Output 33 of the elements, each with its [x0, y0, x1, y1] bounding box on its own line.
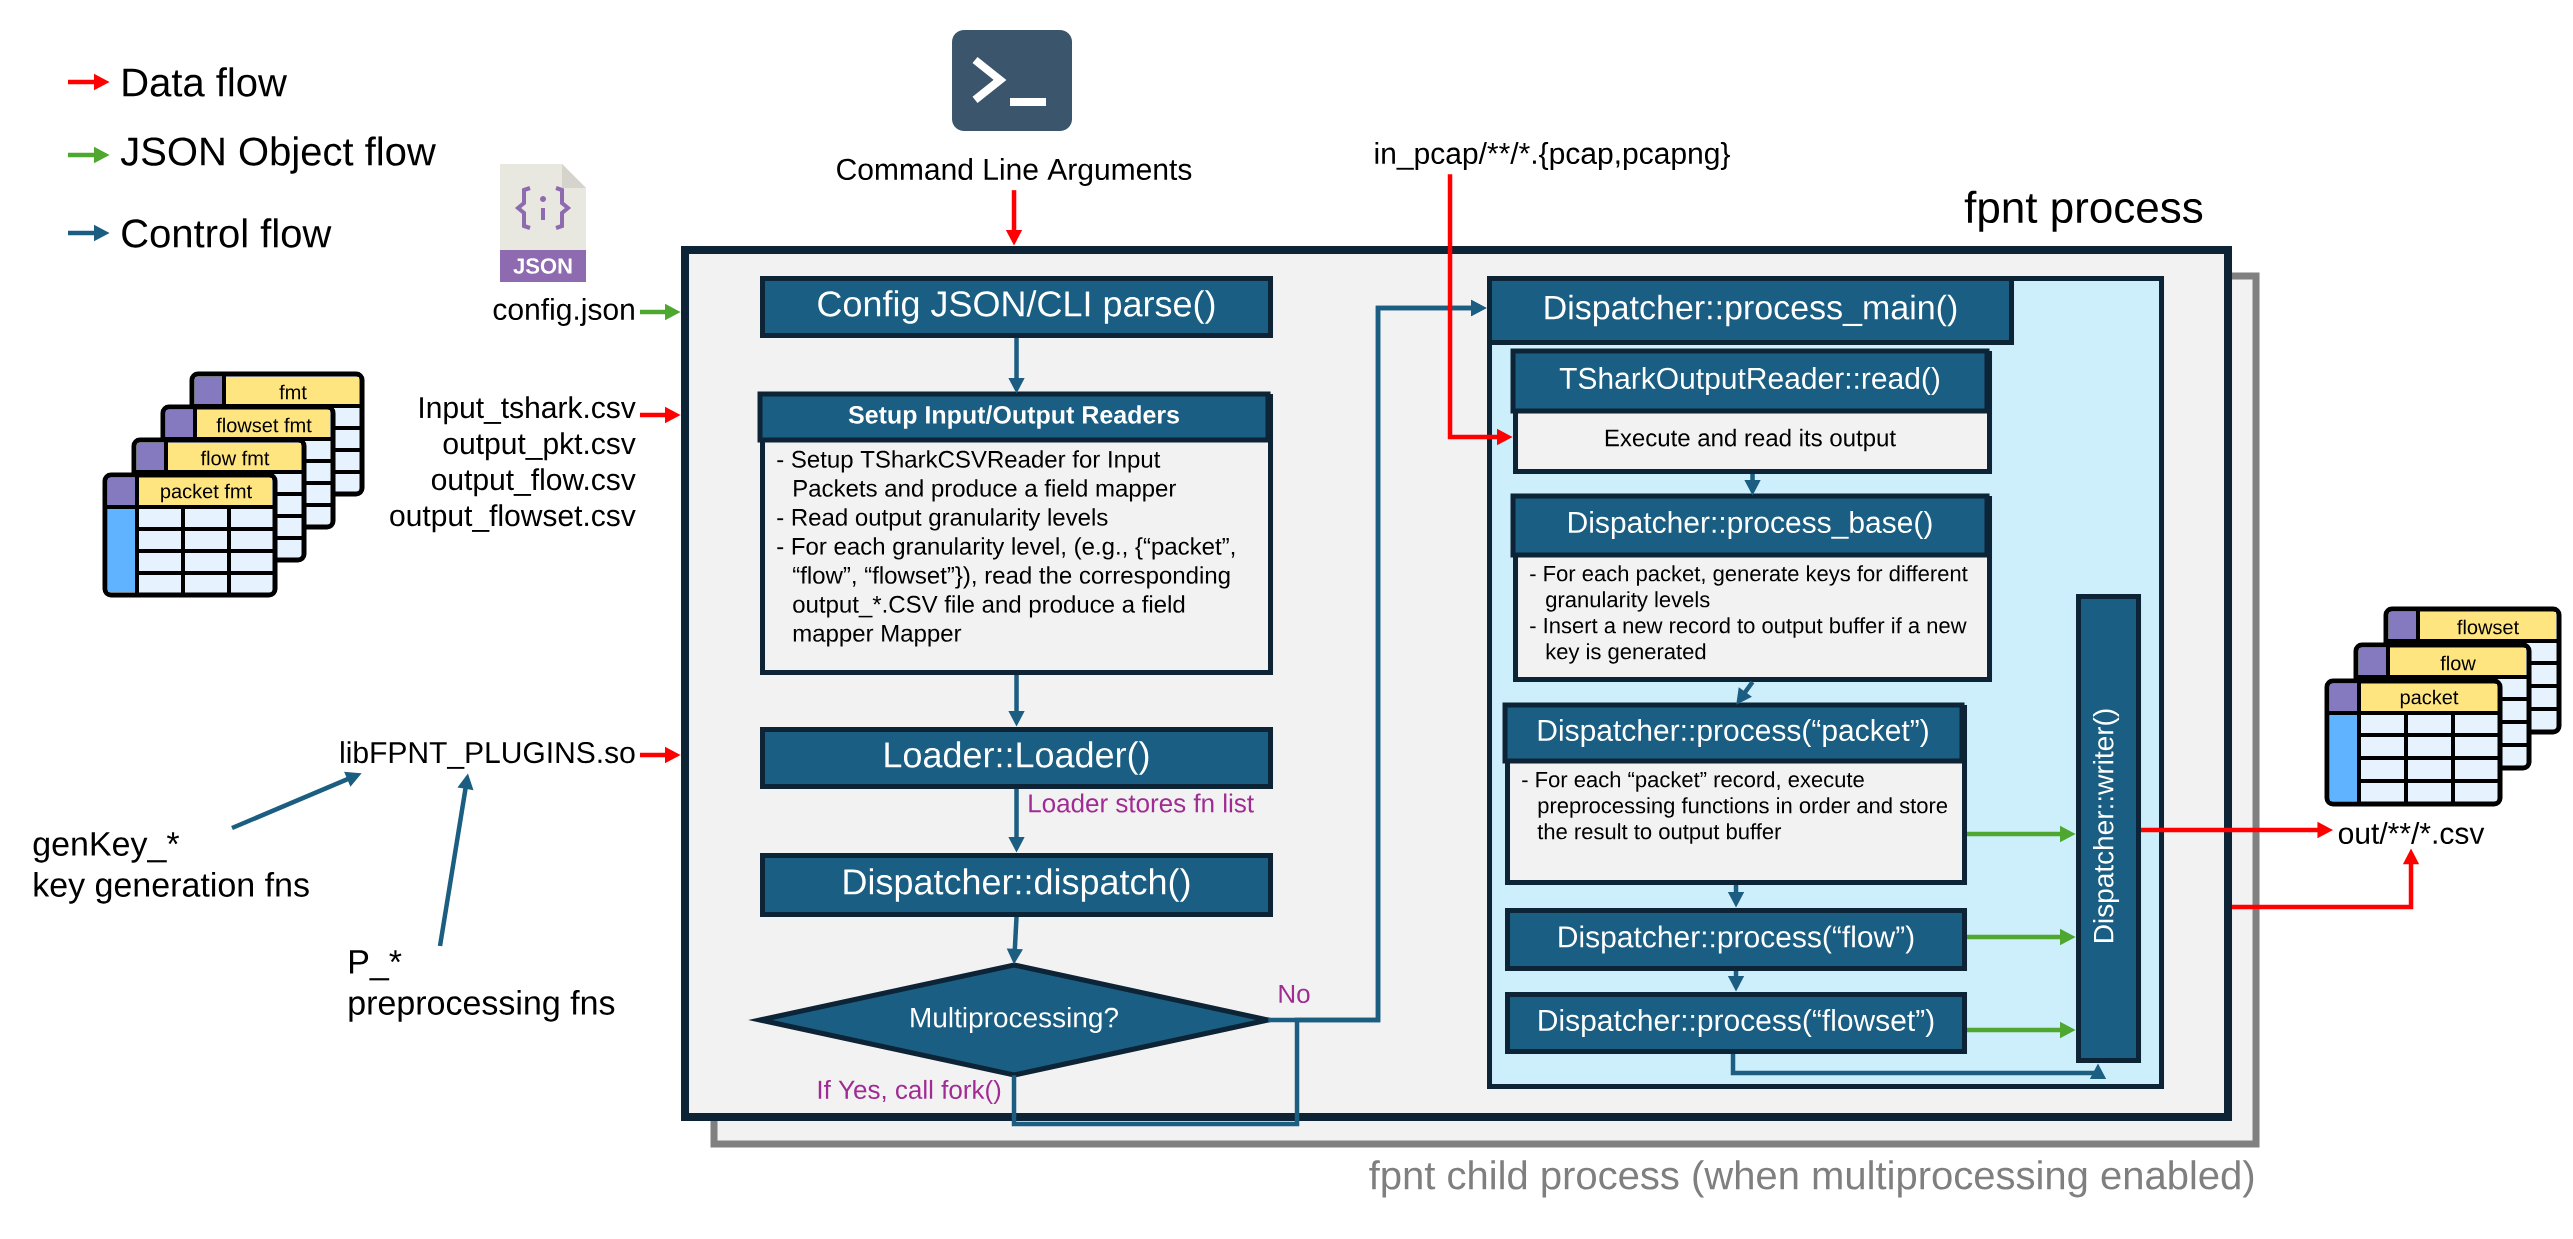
node-label: fpnt process [1964, 190, 2203, 232]
legend-label: Data flow [123, 67, 287, 97]
legend-label: JSON Object flow [120, 136, 436, 174]
file-label: config.json [493, 298, 634, 326]
process-box: Loader::Loader() [760, 727, 1273, 789]
table-stack-drawing: fmt flowset fmt flow fmt packet fmt [102, 371, 365, 598]
label: flow fmt [200, 450, 270, 466]
library-label: libFPNT_PLUGINS.so [341, 741, 635, 769]
legend-label: Control flow [122, 218, 332, 248]
process-box: Dispatcher::process(“flow”) [1505, 908, 1967, 971]
path-label: out/**/*.csv [2338, 822, 2485, 844]
process-box: Dispatcher::process_base() - For each packet, generate keys for different granularity levels - Insert a new record to output buffer if a new key is generated [1510, 493, 1992, 682]
process-box: TSharkOutputReader::read() Execute and read its output [1510, 348, 1992, 474]
label: flowset fmt [216, 417, 312, 433]
edge-label: Loader stores fn list [1029, 793, 1254, 813]
edge-label: If Yes, call fork() [818, 1079, 1001, 1105]
path-label: in_pcap/**/*.{pcap,pcapng} [1375, 142, 1730, 170]
frame-caption: fpnt child process (when multiprocessing enabled) [1369, 1160, 2254, 1198]
input-label: Command Line Arguments [837, 158, 1192, 186]
process-box: Dispatcher::process(“packet”) - For each “packet” record, execute preprocessing functions in order and store the result to output buffer [1502, 702, 1967, 885]
edge-label: No [1279, 984, 1310, 1004]
process-box: Setup Input/Output Readers - Setup TSharkCSVReader for Input Packets and produce a field mapper - Read output granularity levels - For each granularity level, (e.g., {“packet”, “flow”, “flowset”}), read the corresponding output_*.CSV file and produce a field mapper Mapper [757, 391, 1273, 675]
function-label: genKey_* key generation fns [33, 832, 309, 904]
process-box: Config JSON/CLI parse() [760, 276, 1273, 338]
process-box: Dispatcher::process(“flowset”) [1505, 992, 1967, 1054]
process-box: Dispatcher::writer() [2076, 594, 2141, 1063]
process-box: Dispatcher::process_main() [1487, 276, 2014, 345]
file-list: Input_tshark.csv output_pkt.csv output_flow.csv output_flowset.csv [390, 396, 636, 533]
label: packet fmt [161, 483, 252, 503]
label: fmt [279, 384, 307, 400]
process-box: Dispatcher::dispatch() [760, 853, 1273, 917]
table-stack-drawing: flowset flow packet [2324, 606, 2562, 807]
function-label: P_* preprocessing fns [349, 950, 615, 1022]
